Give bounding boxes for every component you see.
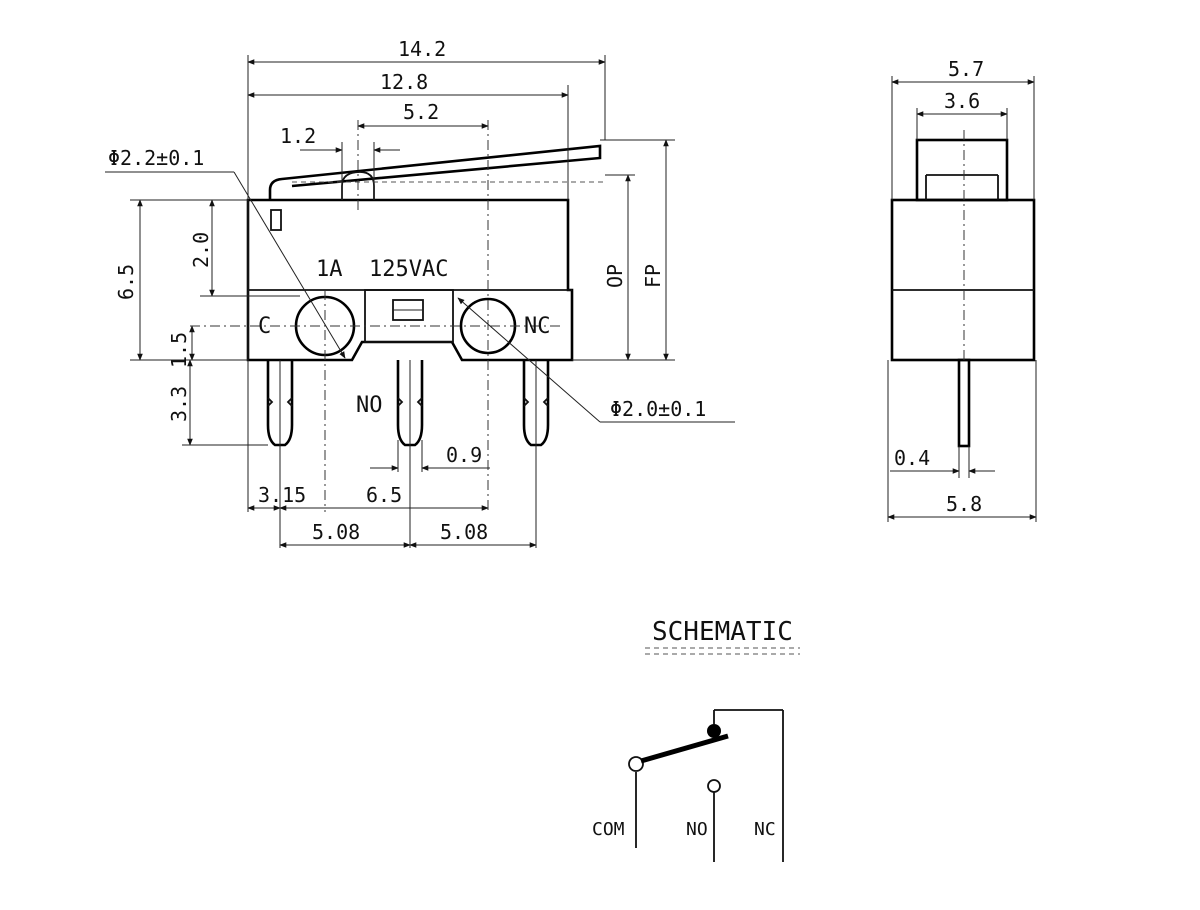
- dim-hole-spacing: 5.2: [403, 100, 439, 124]
- terminal-label-no: NO: [356, 393, 383, 418]
- extension-lines: [130, 55, 675, 548]
- centre-lines: [190, 120, 560, 512]
- dim-lever-width: 1.2: [280, 124, 316, 148]
- dim-hole-offset: 1.5: [167, 332, 191, 368]
- dim-left-pin-offset: 3.15: [258, 483, 306, 507]
- dim-pin-length: 3.3: [167, 386, 191, 422]
- schematic: SCHEMATIC COM NO NC: [592, 617, 800, 862]
- schematic-no-label: NO: [686, 819, 708, 840]
- dim-pin-thickness: 0.4: [894, 446, 930, 470]
- dim-pin-width: 0.9: [446, 443, 482, 467]
- dim-pin-to-hole: 6.5: [366, 483, 402, 507]
- dim-body-height: 6.5: [114, 264, 138, 300]
- dim-overall-length: 14.2: [398, 37, 446, 61]
- dim-fp: FP: [641, 264, 665, 288]
- schematic-nc-label: NC: [754, 819, 776, 840]
- dim-hole-diameter-large: Φ2.2±0.1: [108, 146, 204, 170]
- dim-pin-pitch-left: 5.08: [312, 520, 360, 544]
- dim-pin-pitch-right: 5.08: [440, 520, 488, 544]
- dim-total-width: 5.7: [948, 57, 984, 81]
- rating-label: 1A 125VAC: [316, 257, 448, 282]
- front-view: 14.2 12.8 5.2 1.2 Φ2.2±0.1 6.5 2.0 1.5 3…: [105, 37, 735, 548]
- side-view: 5.7 3.6 0.4 5.8: [887, 57, 1037, 522]
- dim-hole-height: 2.0: [189, 232, 213, 268]
- schematic-com-label: COM: [592, 819, 625, 840]
- dim-body-length: 12.8: [380, 70, 428, 94]
- schematic-title: SCHEMATIC: [652, 617, 793, 647]
- terminal-label-nc: NC: [524, 314, 551, 339]
- dim-base-width: 5.8: [946, 492, 982, 516]
- terminal-pins: [266, 360, 550, 447]
- dim-hole-diameter-small: Φ2.0±0.1: [610, 397, 706, 421]
- dimension-lines: [105, 59, 735, 548]
- terminal-label-c: C: [258, 314, 271, 339]
- dim-actuator-width: 3.6: [944, 89, 980, 113]
- dim-op: OP: [603, 264, 627, 288]
- actuator-lever: [268, 144, 605, 200]
